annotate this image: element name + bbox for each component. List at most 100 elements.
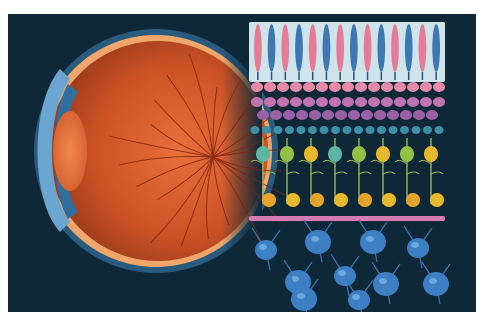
cone-cell bbox=[281, 24, 289, 72]
amacrine-cell bbox=[262, 193, 276, 207]
illustration-panel bbox=[8, 14, 476, 312]
bipolar-cell bbox=[424, 146, 438, 162]
nucleus-violet bbox=[374, 110, 386, 120]
nucleus-violet bbox=[270, 110, 282, 120]
nucleus-purple bbox=[290, 97, 302, 107]
ganglion-highlight bbox=[366, 236, 374, 242]
ganglion-highlight bbox=[311, 236, 319, 242]
amacrine-cell bbox=[358, 193, 372, 207]
rod-cell bbox=[268, 24, 276, 72]
ganglion-highlight bbox=[338, 270, 346, 276]
bipolar-cell bbox=[400, 146, 414, 162]
amacrine-cell bbox=[430, 193, 444, 207]
nucleus-purple bbox=[316, 97, 328, 107]
bipolar-cell bbox=[256, 146, 270, 162]
rod-cell bbox=[377, 24, 385, 72]
rod-cell bbox=[350, 24, 358, 72]
nucleus-violet bbox=[387, 110, 399, 120]
bipolar-cell bbox=[376, 146, 390, 162]
outer-nucleus bbox=[290, 82, 302, 92]
nucleus-violet bbox=[361, 110, 373, 120]
bipolar-cell bbox=[352, 146, 366, 162]
nucleus-violet bbox=[400, 110, 412, 120]
ganglion-highlight bbox=[352, 294, 360, 300]
nucleus-violet bbox=[283, 110, 295, 120]
lens bbox=[53, 111, 87, 191]
nucleus-purple bbox=[251, 97, 263, 107]
nucleus-violet bbox=[309, 110, 321, 120]
photoreceptor-frame bbox=[249, 22, 445, 82]
ganglion-cell bbox=[255, 240, 277, 260]
nucleus-purple bbox=[407, 97, 419, 107]
outer-nucleus bbox=[264, 82, 276, 92]
outer-plexiform-node bbox=[262, 126, 271, 134]
cone-cell bbox=[254, 24, 262, 72]
amacrine-cell bbox=[310, 193, 324, 207]
cone-cell bbox=[391, 24, 399, 72]
bipolar-cell bbox=[280, 146, 294, 162]
ganglion-cell bbox=[348, 290, 370, 310]
nucleus-purple bbox=[394, 97, 406, 107]
outer-nucleus bbox=[277, 82, 289, 92]
cone-cell bbox=[419, 24, 427, 72]
ganglion-cell bbox=[423, 272, 449, 296]
bipolar-cell bbox=[304, 146, 318, 162]
ganglion-cell bbox=[291, 287, 317, 311]
nucleus-purple bbox=[355, 97, 367, 107]
rod-cell bbox=[405, 24, 413, 72]
outer-nucleus bbox=[355, 82, 367, 92]
outer-nucleus bbox=[329, 82, 341, 92]
nucleus-purple bbox=[303, 97, 315, 107]
ganglion-highlight bbox=[429, 278, 437, 284]
eye-retina-illustration bbox=[8, 14, 476, 312]
outer-plexiform-node bbox=[423, 126, 432, 134]
outer-nucleus bbox=[303, 82, 315, 92]
ganglion-cell bbox=[334, 266, 356, 286]
outer-plexiform-node bbox=[343, 126, 352, 134]
outer-nucleus bbox=[368, 82, 380, 92]
nucleus-purple bbox=[342, 97, 354, 107]
outer-plexiform-node bbox=[320, 126, 329, 134]
outer-nucleus bbox=[381, 82, 393, 92]
ganglion-highlight bbox=[297, 293, 305, 299]
amacrine-cell bbox=[334, 193, 348, 207]
outer-plexiform-node bbox=[251, 126, 260, 134]
ganglion-highlight bbox=[259, 244, 267, 250]
rod-cell bbox=[432, 24, 440, 72]
outer-plexiform-node bbox=[274, 126, 283, 134]
outer-plexiform-node bbox=[435, 126, 444, 134]
ganglion-cell bbox=[360, 230, 386, 254]
inner-limiting-band bbox=[249, 216, 445, 221]
nucleus-purple bbox=[368, 97, 380, 107]
outer-plexiform-node bbox=[366, 126, 375, 134]
outer-nucleus bbox=[433, 82, 445, 92]
bipolar-cell bbox=[328, 146, 342, 162]
outer-plexiform-node bbox=[389, 126, 398, 134]
nucleus-purple bbox=[381, 97, 393, 107]
rod-cell bbox=[295, 24, 303, 72]
outer-nucleus bbox=[316, 82, 328, 92]
outer-nucleus bbox=[251, 82, 263, 92]
nucleus-purple bbox=[329, 97, 341, 107]
nucleus-violet bbox=[426, 110, 438, 120]
nucleus-violet bbox=[257, 110, 269, 120]
cone-cell bbox=[336, 24, 344, 72]
nucleus-purple bbox=[264, 97, 276, 107]
nucleus-violet bbox=[348, 110, 360, 120]
nucleus-violet bbox=[335, 110, 347, 120]
nucleus-purple bbox=[420, 97, 432, 107]
ganglion-cell bbox=[407, 238, 429, 258]
cone-cell bbox=[364, 24, 372, 72]
outer-nucleus bbox=[394, 82, 406, 92]
outer-plexiform-node bbox=[400, 126, 409, 134]
outer-nucleus bbox=[420, 82, 432, 92]
nucleus-violet bbox=[413, 110, 425, 120]
outer-plexiform-node bbox=[331, 126, 340, 134]
outer-plexiform-node bbox=[412, 126, 421, 134]
outer-nucleus bbox=[342, 82, 354, 92]
outer-nucleus bbox=[407, 82, 419, 92]
nucleus-violet bbox=[322, 110, 334, 120]
amacrine-cell bbox=[406, 193, 420, 207]
outer-plexiform-node bbox=[354, 126, 363, 134]
